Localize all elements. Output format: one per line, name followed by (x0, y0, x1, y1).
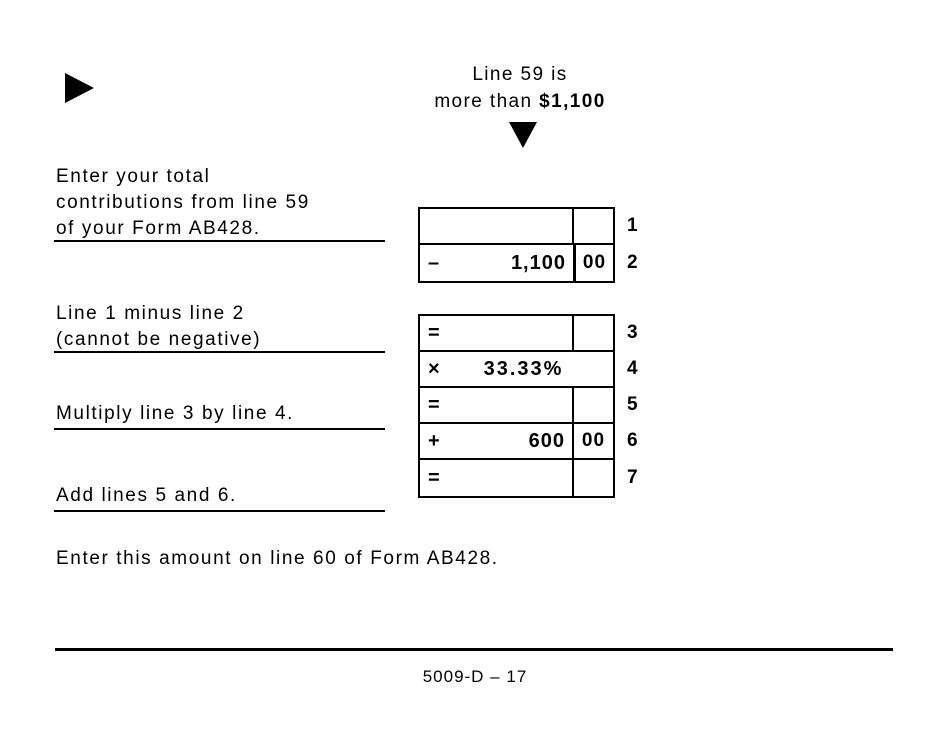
line2-amount-value: 1,100 (510, 251, 566, 274)
multiply-operator: × (428, 357, 440, 380)
line6-amount-value: 600 (528, 429, 565, 452)
line3-amount-field[interactable]: = (420, 316, 572, 350)
plus-operator: + (428, 429, 440, 452)
line4-rate-value: 33.33% (483, 357, 564, 380)
step4-label: Add lines 5 and 6. (56, 485, 237, 506)
condition-header: Line 59 is more than $1,100 (370, 61, 670, 115)
calc-row-4: × 33.33% 4 (420, 352, 638, 388)
calc-row-2: – 1,100 00 2 (420, 245, 638, 281)
line7-number: 7 (627, 467, 638, 488)
down-arrow-icon (509, 122, 537, 148)
page-number: 5009-D – 17 (422, 667, 528, 686)
step3-underline (54, 428, 385, 430)
footer-divider (55, 648, 893, 651)
line2-amount-cell: – 1,100 (420, 245, 573, 281)
line4-rate-cell: × 33.33% (420, 352, 613, 386)
calc-group-lines-3-7: = 3 × 33.33% 4 = 5 (418, 314, 638, 498)
equals-operator-5: = (428, 393, 440, 416)
step1-label: Enter your total contributions from line… (56, 166, 310, 239)
condition-amount: $1,100 (539, 91, 606, 112)
step2-underline (54, 351, 385, 353)
closing-instruction: Enter this amount on line 60 of Form AB4… (56, 548, 499, 569)
line1-number: 1 (627, 215, 638, 236)
line1-amount-field[interactable] (420, 209, 572, 243)
line6-cents-cell: 00 (572, 424, 613, 458)
line2-cents-value: 00 (582, 252, 607, 273)
step1-underline (54, 240, 385, 242)
line6-cents-value: 00 (581, 430, 606, 451)
line5-number: 5 (627, 394, 638, 415)
line3-number: 3 (627, 322, 638, 343)
condition-line1: Line 59 is (472, 64, 568, 85)
line4-number: 4 (627, 358, 638, 379)
calc-row-3: = 3 (420, 316, 638, 352)
equals-operator-3: = (428, 321, 440, 344)
step2-label: Line 1 minus line 2 (cannot be negative) (56, 303, 262, 350)
equals-operator-7: = (428, 466, 440, 489)
line5-cents-field[interactable] (572, 388, 613, 422)
line6-amount-cell: + 600 (420, 424, 572, 458)
line7-cents-field[interactable] (572, 460, 613, 496)
calc-group-lines-1-2: 1 – 1,100 00 2 (418, 207, 638, 283)
line2-number: 2 (627, 252, 638, 273)
line1-cents-field[interactable] (572, 209, 613, 243)
calc-row-5: = 5 (420, 388, 638, 424)
line2-cents-cell: 00 (573, 245, 613, 281)
minus-operator: – (428, 251, 440, 274)
line5-amount-field[interactable]: = (420, 388, 572, 422)
right-arrow-icon (65, 73, 94, 103)
line6-number: 6 (627, 430, 638, 451)
step4-underline (54, 510, 385, 512)
step3-label: Multiply line 3 by line 4. (56, 403, 295, 424)
condition-line2: more than $1,100 (434, 91, 606, 112)
line3-cents-field[interactable] (572, 316, 613, 350)
calc-row-6: + 600 00 6 (420, 424, 638, 460)
calc-row-7: = 7 (420, 460, 638, 496)
calc-row-1: 1 (420, 209, 638, 245)
line7-amount-field[interactable]: = (420, 460, 572, 496)
